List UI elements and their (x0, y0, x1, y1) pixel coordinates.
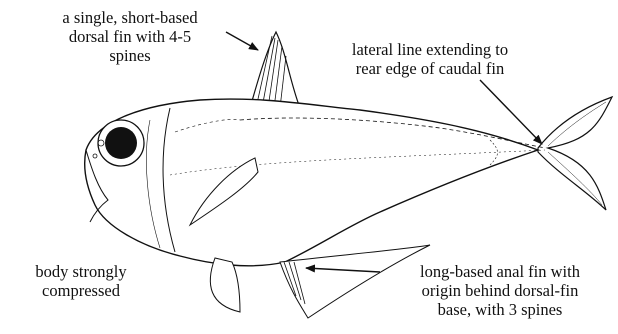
fish-body (85, 99, 538, 266)
dorsal-fin-label-line: dorsal fin with 4-5 (30, 27, 230, 46)
eye-pupil (105, 127, 137, 159)
dorsal-fin (250, 32, 300, 108)
dorsal-fin-pointer (226, 32, 258, 50)
anal-fin-label-line: origin behind dorsal-fin (385, 281, 615, 300)
caudal-fin (538, 97, 612, 210)
lateral-line-label: lateral line extending to rear edge of c… (330, 40, 530, 78)
dorsal-fin-label-line: spines (30, 46, 230, 65)
body-label-line: compressed (4, 281, 158, 300)
anal-fin-label-line: base, with 3 spines (385, 300, 615, 319)
body-label: body strongly compressed (4, 262, 158, 300)
lateral-line-label-line: rear edge of caudal fin (330, 59, 530, 78)
body-label-line: body strongly (4, 262, 158, 281)
anal-fin-label: long-based anal fin with origin behind d… (385, 262, 615, 319)
dorsal-fin-label-line: a single, short-based (30, 8, 230, 27)
dorsal-fin-label: a single, short-based dorsal fin with 4-… (30, 8, 230, 65)
lateral-line-label-line: lateral line extending to (330, 40, 530, 59)
anal-fin-label-line: long-based anal fin with (385, 262, 615, 281)
